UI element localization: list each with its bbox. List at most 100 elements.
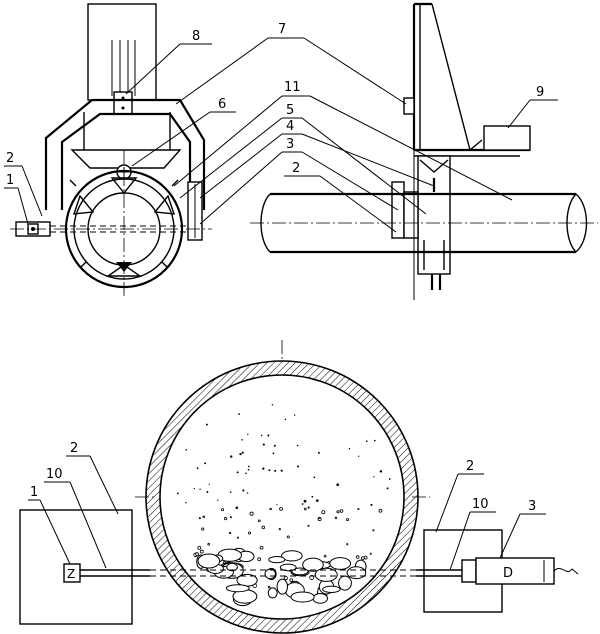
particle (348, 448, 351, 450)
stone (312, 593, 329, 604)
stone (225, 584, 250, 593)
particle (303, 507, 307, 511)
particle (236, 471, 239, 474)
particle (239, 452, 242, 456)
particle (386, 487, 389, 490)
stone (329, 557, 352, 570)
particle (286, 535, 290, 539)
label-3: 3 (286, 137, 294, 152)
particle (280, 469, 283, 472)
particle (185, 449, 187, 451)
particle (247, 433, 249, 435)
particle (199, 549, 204, 554)
particle (208, 483, 210, 486)
label-2-side: 2 (292, 161, 300, 176)
particle (205, 423, 208, 426)
particle (245, 472, 247, 475)
particle (241, 439, 243, 441)
particle (207, 542, 210, 546)
particle (346, 518, 349, 522)
label-2-right: 2 (466, 459, 474, 474)
side-view (250, 2, 598, 300)
particle (257, 519, 261, 523)
detector-d (475, 557, 555, 585)
stone (346, 566, 367, 580)
particle (365, 440, 368, 443)
particle (372, 529, 375, 532)
particle (334, 516, 338, 520)
particle (313, 476, 316, 479)
particle (316, 499, 319, 502)
particle (236, 536, 239, 539)
particle (267, 585, 271, 589)
particle (323, 554, 327, 558)
particle (202, 515, 206, 518)
label-8: 8 (192, 29, 200, 44)
particle (346, 543, 349, 546)
electronics-box (483, 125, 531, 151)
particle (241, 451, 244, 454)
particle (307, 506, 310, 509)
stone (279, 563, 297, 572)
particle (196, 467, 199, 470)
stone (290, 591, 315, 603)
particle (378, 508, 383, 513)
emitter-z (63, 563, 81, 583)
particle (262, 467, 265, 470)
particle (311, 495, 314, 498)
particle (238, 413, 240, 415)
particle (267, 434, 270, 437)
front-view (10, 3, 212, 298)
stone (276, 578, 288, 595)
stone (314, 567, 338, 582)
particle (321, 510, 326, 515)
detector-d-mark: D (503, 566, 513, 581)
particle (228, 531, 232, 535)
particle (257, 557, 262, 562)
particle (303, 499, 307, 503)
particle (206, 491, 209, 493)
particle (370, 503, 373, 506)
top-leaders (4, 37, 558, 233)
label-1-left: 1 (30, 485, 38, 500)
particle (357, 508, 360, 511)
particle (318, 516, 321, 519)
particle (269, 507, 272, 511)
particle (307, 524, 310, 527)
stone (226, 562, 238, 572)
slider-block (113, 91, 133, 115)
particle (336, 510, 340, 514)
bottom-labels: 2 10 1 2 10 3 (30, 441, 536, 514)
particle (262, 443, 265, 446)
stone (322, 585, 341, 593)
left-housing (19, 509, 133, 625)
particle (246, 492, 249, 494)
clamp-head (70, 149, 182, 169)
particle (289, 578, 294, 583)
particle (247, 468, 250, 471)
particle (193, 487, 195, 490)
particle (248, 465, 250, 468)
clamp-plate (417, 155, 451, 275)
label-3-right: 3 (528, 499, 536, 514)
particle (374, 439, 376, 442)
particle (276, 504, 278, 506)
particle (199, 488, 201, 490)
particle (230, 455, 233, 458)
stone (197, 553, 221, 569)
particle (294, 414, 296, 416)
yoke-frame (44, 98, 206, 210)
stone (264, 568, 276, 580)
particle (358, 455, 360, 457)
particle (274, 469, 277, 472)
particle (229, 491, 232, 494)
stone (268, 556, 286, 564)
particle (217, 499, 219, 501)
particle (339, 509, 344, 513)
label-6: 6 (218, 97, 226, 112)
particle (259, 545, 264, 550)
particle (260, 434, 263, 437)
particle (195, 552, 199, 556)
stone (281, 550, 303, 562)
